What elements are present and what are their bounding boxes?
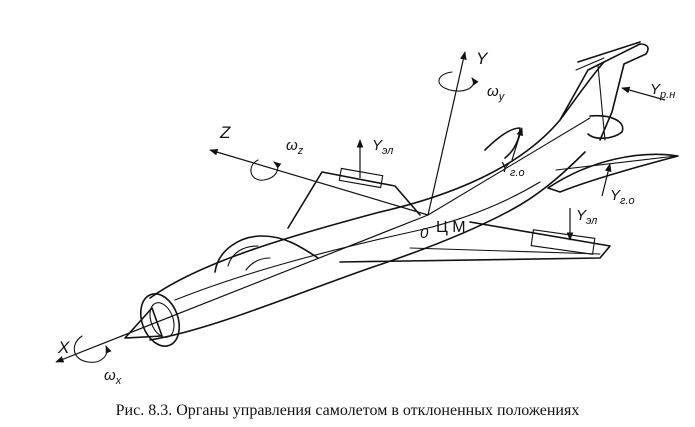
nose-cone bbox=[124, 293, 181, 347]
force-y-go-upper bbox=[511, 127, 523, 161]
right-wing bbox=[339, 221, 611, 263]
horizontal-stabilizer-lower bbox=[547, 153, 679, 193]
axis-y-line bbox=[427, 51, 467, 216]
horizontal-stabilizer-upper bbox=[484, 127, 521, 159]
y-go-lower-label: Yг.о bbox=[610, 187, 635, 207]
axes bbox=[55, 51, 591, 363]
vertical-fin bbox=[559, 41, 649, 141]
rotation-omega-y bbox=[438, 71, 479, 92]
rotation-arrows bbox=[73, 71, 479, 363]
aircraft-diagram: X Y Z ωx ωy ωz Yэл Yэл Yг.о Yг.о Yр.н 0 … bbox=[55, 41, 679, 387]
canopy bbox=[214, 235, 319, 273]
tail-nozzle bbox=[587, 114, 624, 140]
rotation-omega-x bbox=[73, 335, 112, 363]
left-wing bbox=[287, 167, 421, 229]
axis-x-label: X bbox=[57, 338, 70, 357]
axis-z-line bbox=[209, 148, 429, 216]
center-of-mass-label: Ц М bbox=[436, 219, 466, 236]
axis-x-line bbox=[55, 214, 429, 363]
y-rn-label: Yр.н bbox=[650, 81, 675, 101]
force-y-go-lower bbox=[601, 163, 612, 197]
force-arrows bbox=[356, 86, 666, 241]
y-go-upper-label: Yг.о bbox=[500, 159, 525, 179]
axis-z-label: Z bbox=[219, 123, 231, 142]
origin-label: 0 bbox=[420, 225, 429, 242]
force-y-rn bbox=[621, 86, 666, 101]
omega-x-label: ωx bbox=[104, 367, 122, 387]
y-el-right-label: Yэл bbox=[576, 207, 597, 227]
left-aileron bbox=[338, 167, 384, 189]
omega-z-label: ωz bbox=[286, 137, 304, 157]
fuselage bbox=[149, 61, 605, 341]
figure-caption: Рис. 8.3. Органы управления самолетом в … bbox=[115, 402, 580, 419]
right-aileron bbox=[530, 229, 596, 255]
y-el-left-label: Yэл bbox=[372, 137, 393, 157]
axis-y-label: Y bbox=[476, 49, 489, 68]
rotation-omega-z bbox=[250, 159, 282, 181]
omega-y-label: ωy bbox=[487, 83, 506, 103]
